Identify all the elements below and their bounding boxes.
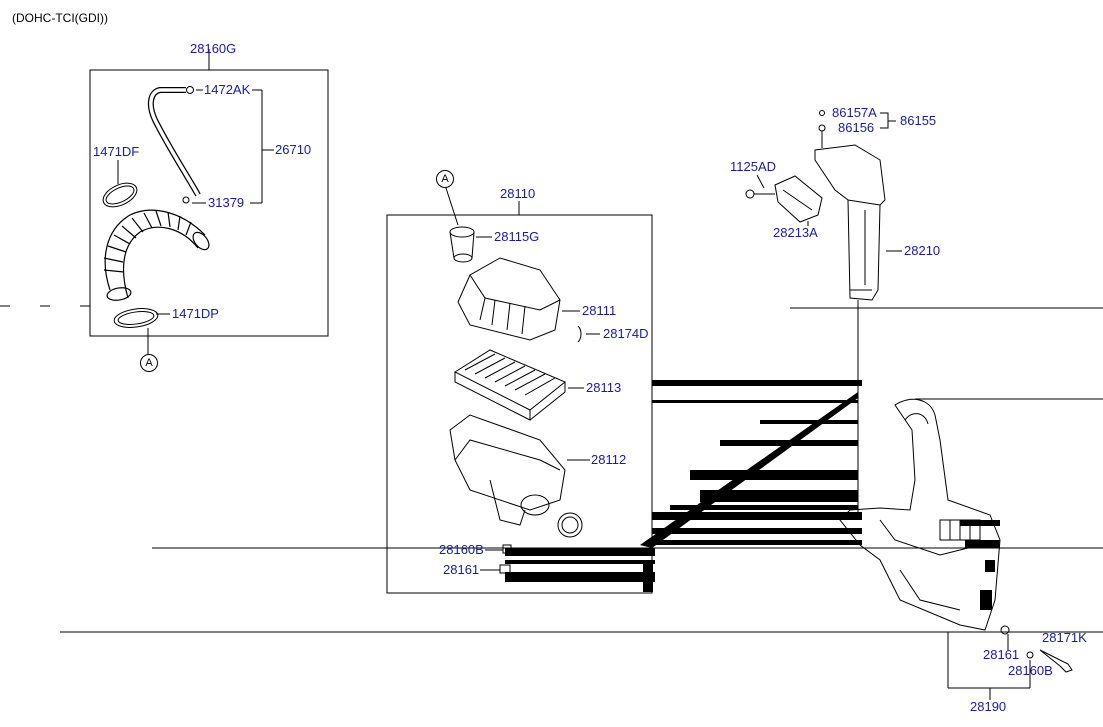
reference-callout-a-bottom: A [140,354,158,372]
part-86156[interactable]: 86156 [838,120,875,135]
breather-hose-26710 [147,87,201,197]
part-86157A[interactable]: 86157A [832,105,877,120]
part-31379[interactable]: 31379 [208,195,245,210]
part-28213A[interactable]: 28213A [773,225,818,240]
bushing-28161 [499,564,511,574]
bushing-28161-b [1000,625,1010,635]
part-28190[interactable]: 28190 [970,699,1007,714]
part-28113[interactable]: 28113 [586,380,622,395]
grommet-28160B-b [1026,651,1034,659]
part-86155[interactable]: 86155 [900,113,937,128]
part-28115G[interactable]: 28115G [494,229,540,244]
clamp-1471DP [113,308,159,328]
reference-callout-a-top: A [436,170,454,188]
clip-86157A [819,110,825,116]
bolt-1125AD [745,189,755,199]
part-28160G[interactable]: 28160G [190,41,237,56]
part-26710[interactable]: 26710 [275,142,312,157]
part-1471DP[interactable]: 1471DP [172,306,219,321]
part-1472AK[interactable]: 1472AK [204,82,251,97]
clip-1472AK [186,86,194,94]
clamp-1471DF [102,182,138,208]
clip-86156 [818,124,826,132]
part-28161[interactable]: 28161 [443,562,480,577]
cover-28111 [457,257,561,341]
hatch-band [505,380,862,592]
engine-variant-label: (DOHC-TCI(GDI)) [12,11,108,25]
part-28160B-b[interactable]: 28160B [1008,663,1053,678]
part-28160B[interactable]: 28160B [439,542,484,557]
part-28112[interactable]: 28112 [591,452,627,467]
clip-28174D [577,325,582,343]
bracket-28213A [774,175,823,223]
filter-28113 [453,349,566,421]
part-1471DF[interactable]: 1471DF [93,144,140,159]
part-28111[interactable]: 28111 [582,303,617,318]
breather-hose-26710-inner [149,88,200,196]
duct-28115G [449,226,475,263]
clip-31379 [182,196,190,204]
box-28110 [386,214,653,594]
part-28161-b[interactable]: 28161 [983,647,1020,662]
bolt-28171K [1039,649,1073,673]
duct-28210 [814,144,886,301]
part-28174D[interactable]: 28174D [603,326,649,341]
case-28112 [449,414,583,538]
part-28210[interactable]: 28210 [904,243,941,258]
part-1125AD[interactable]: 1125AD [730,159,777,174]
part-28110[interactable]: 28110 [500,186,536,201]
assembly-28190 [839,398,1001,631]
part-28171K[interactable]: 28171K [1042,630,1087,645]
intake-hose [103,209,210,301]
